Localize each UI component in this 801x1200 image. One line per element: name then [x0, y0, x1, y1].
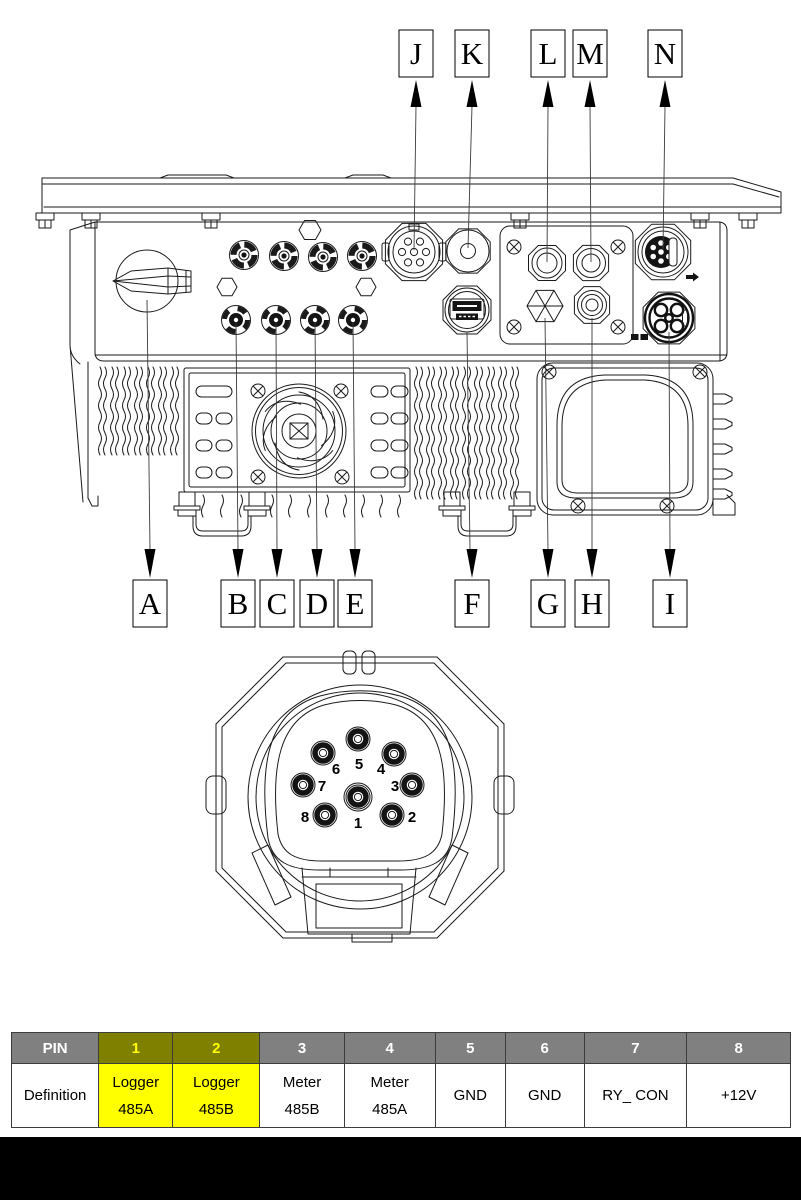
header-pin-2: 2 [172, 1032, 261, 1064]
dc-switch [112, 249, 192, 313]
mounting-bracket-left [173, 491, 271, 537]
header-pin-8: 8 [686, 1032, 791, 1064]
callout-letter-l: L [539, 36, 558, 71]
callout-letter-g: G [537, 586, 559, 621]
heatsink-fins-left [87, 361, 179, 507]
def-pin-8: +12V [686, 1063, 791, 1128]
def-pin-6: GND [504, 1063, 585, 1128]
mounting-bracket-right [438, 491, 536, 537]
header-pin-5: 5 [434, 1032, 506, 1064]
inverter-lid [41, 174, 782, 214]
header-pin-6: 6 [504, 1032, 585, 1064]
callout-letter-d: D [306, 586, 328, 621]
hex-plugs [216, 220, 377, 297]
fan [251, 383, 347, 479]
pin-label-1: 1 [354, 815, 362, 832]
usb-port-f [442, 285, 492, 335]
header-pin-7: 7 [583, 1032, 688, 1064]
lid-posts [35, 212, 758, 229]
bms-connector-n [634, 223, 699, 282]
callout-letter-e: E [346, 586, 365, 621]
pin-label-8: 8 [301, 809, 309, 826]
callout-letter-b: B [228, 586, 249, 621]
callout-letter-c: C [267, 586, 288, 621]
footer-black-bar [0, 1137, 801, 1200]
ac-cover-plate [536, 362, 736, 516]
header-pin-3: 3 [259, 1032, 345, 1064]
connector-latch [301, 867, 417, 943]
callout-boxes-bottom: A B C D E F G H I [132, 579, 688, 628]
connector-detail-view: 1 2 3 4 5 6 7 8 [205, 650, 515, 943]
callout-letter-a: A [139, 586, 162, 621]
battery-com-connector-i [631, 291, 696, 345]
header-pin-4: 4 [343, 1032, 436, 1064]
callout-letter-h: H [581, 586, 603, 621]
callout-letter-j: J [410, 36, 422, 71]
heatsink-stub-fins [201, 494, 401, 518]
gnd-terminal [631, 334, 648, 340]
bms-mark [686, 272, 699, 282]
def-pin-5: GND [434, 1063, 506, 1128]
pv-connectors-top [230, 241, 377, 272]
gland-plate [499, 225, 634, 345]
header-pin-1: 1 [98, 1032, 174, 1064]
pin-label-2: 2 [408, 809, 416, 826]
table-header-row: PIN 1 2 3 4 5 6 7 8 [10, 1032, 791, 1064]
com-connector-j [381, 222, 447, 282]
callout-letter-f: F [463, 586, 480, 621]
cable-gland-h [573, 286, 611, 324]
pin-label-3: 3 [391, 778, 399, 795]
inverter-body [69, 221, 728, 503]
pin-label-4: 4 [377, 761, 386, 778]
header-pin: PIN [10, 1032, 100, 1064]
fan-panel [183, 367, 411, 493]
pin-label-7: 7 [318, 778, 326, 795]
heatsink-fins-mid [415, 367, 519, 499]
hex-plug-g [526, 289, 564, 323]
connector-pins [291, 727, 424, 827]
callout-boxes-top: J K L M N [398, 29, 683, 78]
callout-leaders-bottom [144, 299, 676, 578]
inverter-diagram: J K L M N A B C D E F G H I [35, 29, 782, 943]
def-pin-7: RY_ CON [583, 1063, 688, 1128]
callout-letter-i: I [665, 586, 675, 621]
pin-label-5: 5 [355, 756, 363, 773]
row-label: Definition [10, 1063, 100, 1128]
callout-leaders-top [410, 80, 671, 263]
pv-connectors-bottom [222, 306, 368, 335]
pin-label-6: 6 [332, 761, 340, 778]
callout-letter-k: K [461, 36, 484, 71]
callout-letter-n: N [654, 36, 676, 71]
callout-letter-m: M [576, 36, 604, 71]
